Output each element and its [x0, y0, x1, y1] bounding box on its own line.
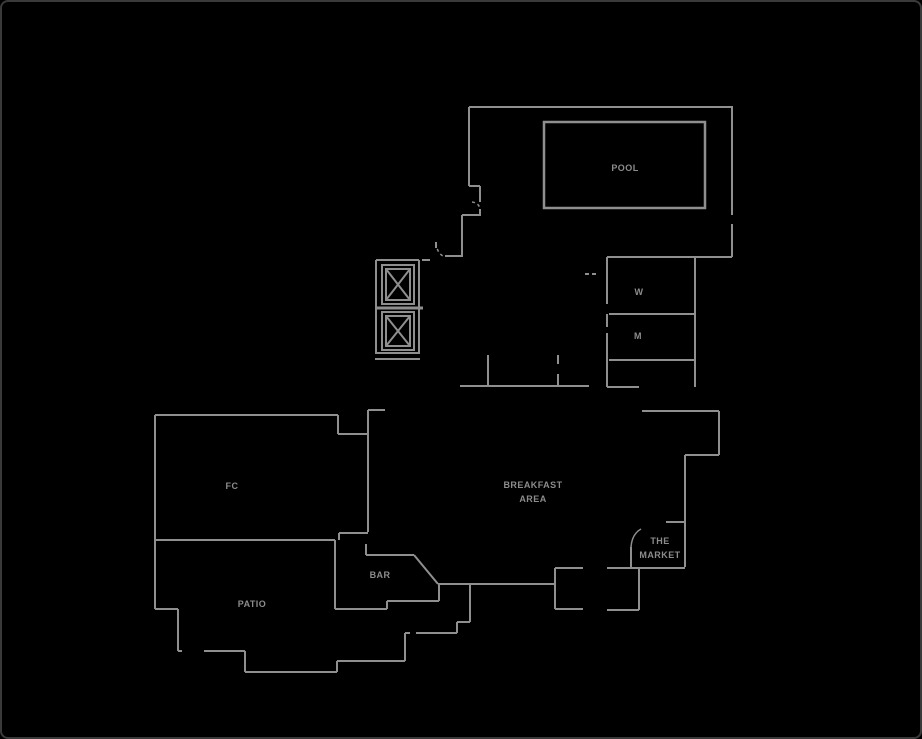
room-label-text: AREA	[519, 494, 547, 504]
breakfast-area-walls	[338, 409, 720, 567]
restroom-walls	[606, 256, 732, 388]
room-label-fitness-center: FC	[226, 479, 239, 493]
room-label-text: W	[634, 287, 644, 297]
room-label-text: THE	[650, 536, 670, 546]
pool-deck-walls	[422, 106, 733, 261]
room-label-text: MARKET	[639, 550, 681, 560]
door-arc	[435, 242, 446, 258]
market-walls	[554, 547, 685, 611]
patio-walls	[154, 414, 471, 673]
pool-outline	[542, 120, 707, 210]
room-label-bar: BAR	[370, 568, 391, 582]
room-label-women-restroom: W	[635, 285, 644, 299]
room-label-breakfast-area: BREAKFAST AREA	[503, 478, 562, 506]
door-arc	[471, 201, 481, 210]
elevator-icon	[381, 264, 415, 305]
elevator-icon	[381, 311, 415, 351]
corridor-walls	[460, 355, 589, 387]
room-label-pool: POOL	[611, 161, 638, 175]
room-label-text: BAR	[369, 570, 391, 580]
bar-walls	[335, 544, 555, 610]
room-label-text: FC	[225, 481, 239, 491]
room-label-text: M	[634, 331, 642, 341]
market-door-arc	[630, 528, 642, 548]
room-label-patio: PATIO	[238, 597, 266, 611]
room-label-text: POOL	[611, 163, 639, 173]
room-label-the-market: THE MARKET	[639, 534, 680, 562]
room-label-text: PATIO	[237, 599, 267, 609]
room-label-men-restroom: M	[634, 329, 642, 343]
room-label-text: BREAKFAST	[503, 480, 563, 490]
